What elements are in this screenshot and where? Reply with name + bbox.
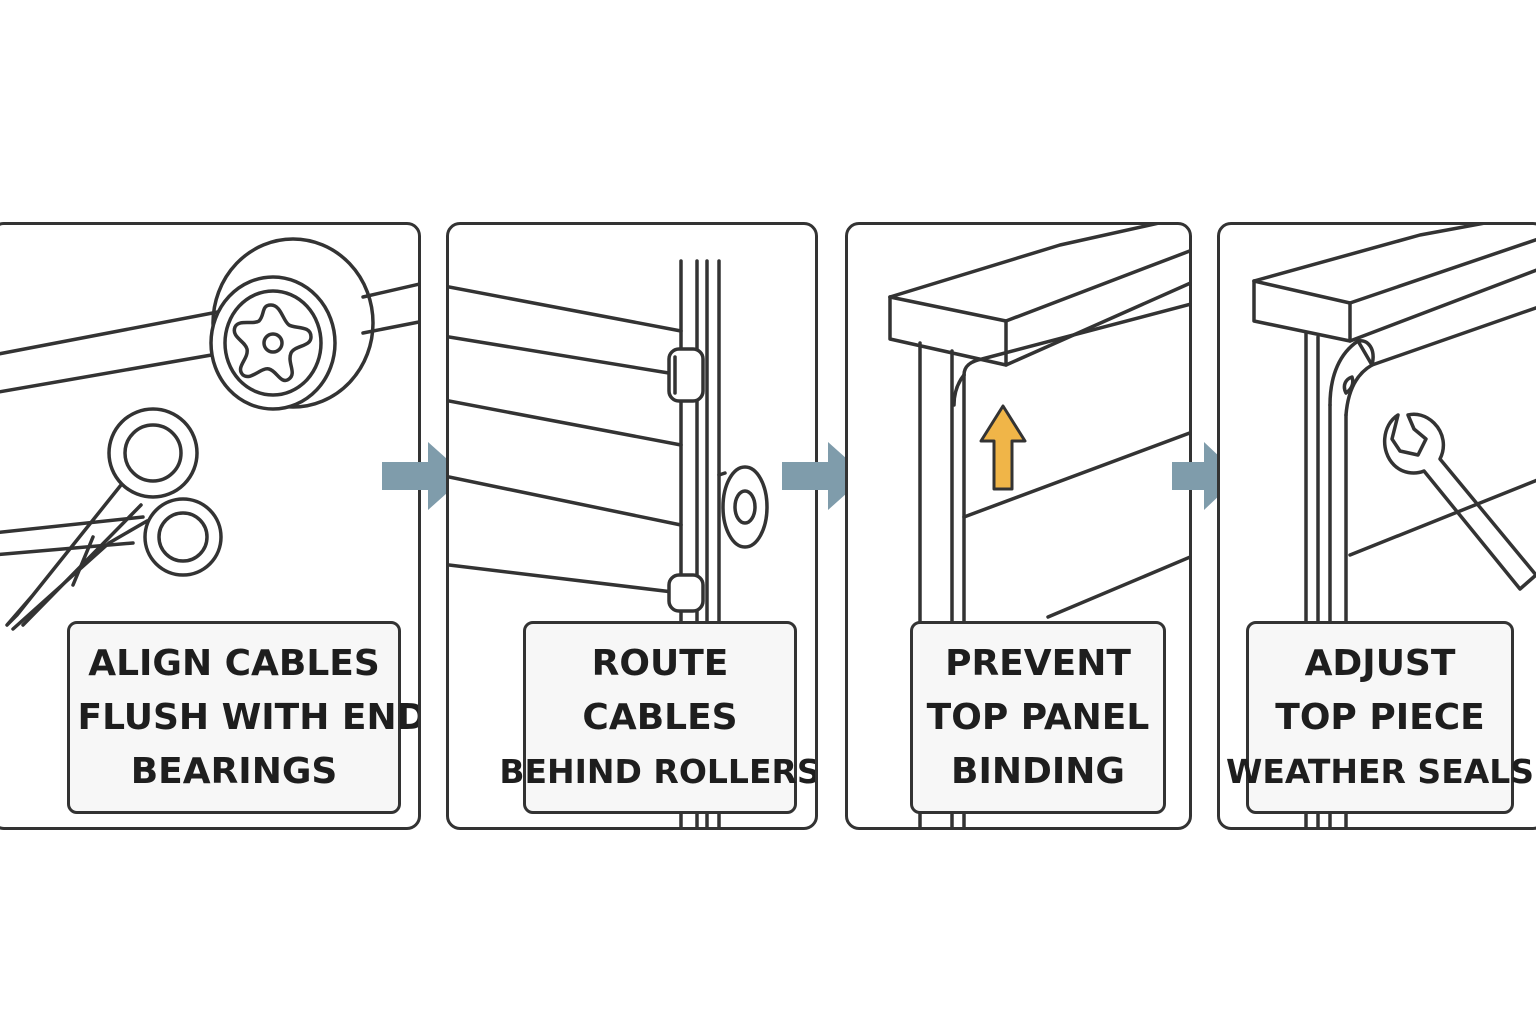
step-2-line-3: BEHIND ROLLERS [499,751,818,791]
step-panel-4: ADJUST TOP PIECE WEATHER SEALS [1217,222,1536,830]
step-caption-2: ROUTE CABLES BEHIND ROLLERS [499,621,815,814]
step-1-line-2: FLUSH WITH END [77,696,421,738]
step-2-line-2: CABLES [582,696,738,738]
step-3-line-2: TOP PANEL [926,696,1150,738]
arrow-right-icon [1172,442,1240,510]
step-caption-4: ADJUST TOP PIECE WEATHER SEALS [1226,621,1534,814]
step-2-line-1: ROUTE [591,642,729,684]
step-panel-3: PREVENT TOP PANEL BINDING [845,222,1192,830]
step-caption-1: ALIGN CABLES FLUSH WITH END BEARINGS [67,621,418,814]
step-4-line-2: TOP PIECE [1275,696,1485,738]
arrow-right-icon [382,442,466,510]
step-3-line-3: BINDING [951,750,1125,792]
step-1-line-1: ALIGN CABLES [88,642,380,684]
scissors-and-pulley-icon [0,237,418,631]
step-caption-3: PREVENT TOP PANEL BINDING [910,621,1166,814]
step-3-line-1: PREVENT [945,642,1131,684]
step-4-line-3: WEATHER SEALS [1225,751,1535,791]
step-panel-1: ALIGN CABLES FLUSH WITH END BEARINGS [0,222,421,830]
up-arrow-icon [979,404,1027,491]
step-4-line-1: ADJUST [1304,642,1456,684]
step-1-line-3: BEARINGS [130,750,338,792]
step-panel-2: ROUTE CABLES BEHIND ROLLERS [446,222,818,830]
